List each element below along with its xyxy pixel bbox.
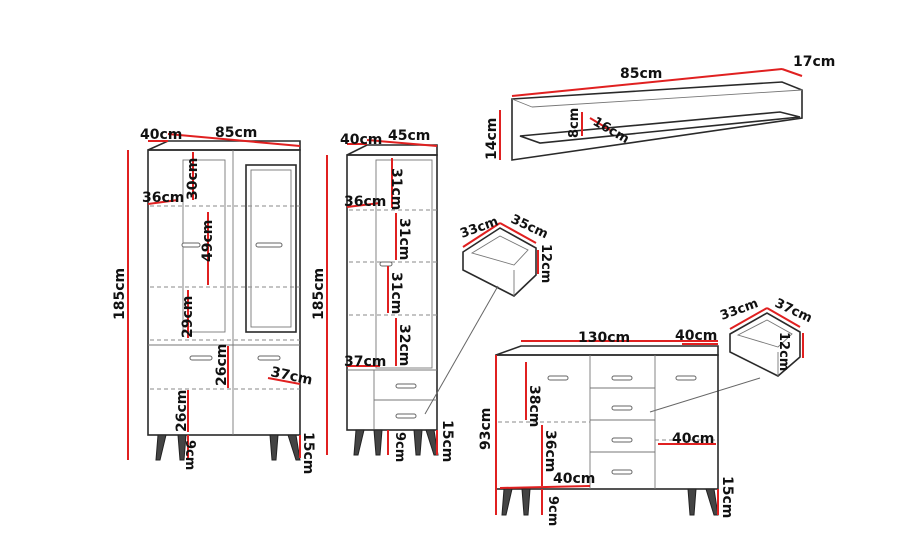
sideboard-plinth-label: 9cm [545,496,560,526]
leg [353,429,365,456]
leg [413,429,423,456]
sideboard-depth-label: 40cm [675,328,717,344]
handle [181,242,201,248]
wall-shelf-height-label: 14cm [484,118,500,160]
drawer-small [424,222,539,415]
handle [395,413,417,419]
sideboard-legs-label: 15cm [719,476,735,518]
vitrine-narrow-width-label: 45cm [388,128,430,144]
handle [611,405,633,411]
sideboard-upper-label: 38cm [526,385,542,427]
drawer-large-height-label: 12cm [776,332,791,371]
vitrine-wide-glass-door-right [245,164,297,333]
leg [521,488,531,516]
sideboard [495,340,719,516]
sideboard-inner-depth-right-label: 40cm [672,431,714,447]
vitrine-wide-depth-label: 40cm [140,127,182,143]
vitrine-wide-width-label: 85cm [215,125,257,141]
vitrine-narrow-legs-label: 15cm [439,420,455,462]
wall-shelf-back [511,81,803,161]
vitrine-narrow-body [346,154,438,431]
vitrine-narrow-shelf-4-label: 32cm [396,324,412,366]
leg [269,434,279,461]
vitrine-wide-plinth-label: 9cm [182,440,197,470]
wall-shelf-depth-label: 17cm [793,54,835,70]
vitrine-narrow-shelf-1-label: 31cm [388,168,404,210]
sideboard-lower-label: 36cm [542,430,558,472]
wall-shelf [499,68,803,161]
vitrine-wide-legs-label: 15cm [300,432,316,474]
leg [155,434,167,461]
vitrine-wide [127,133,301,461]
handle [611,375,633,381]
vitrine-wide-glass-label: 49cm [200,220,216,262]
vitrine-narrow-side-depth-label: 36cm [344,194,386,210]
drawer-small-height-label: 12cm [538,244,553,283]
vitrine-narrow-shelf-3-label: 31cm [388,272,404,314]
vitrine-wide-bottom-label: 26cm [174,390,190,432]
vitrine-narrow-plinth-label: 9cm [392,432,407,462]
handle [611,469,633,475]
vitrine-wide-top-label: 30cm [185,158,201,200]
wall-shelf-inner-height-label: 8cm [567,108,582,138]
handle [611,437,633,443]
vitrine-wide-body [147,149,301,436]
leg [687,488,697,516]
wall-shelf-inner-depth-label: 16cm [590,114,632,147]
vitrine-narrow [326,139,439,456]
sideboard-inner-depth-left-label: 40cm [553,471,595,487]
drawer-large-depth-label: 37cm [772,296,814,326]
vitrine-wide-drawer-label: 26cm [214,344,230,386]
vitrine-narrow-labels: 40cm 45cm 185cm 31cm 36cm 31cm 31cm 32cm… [311,128,455,462]
drawer-small-labels: 33cm 35cm 12cm [458,212,553,283]
handle [395,383,417,389]
handle [379,261,393,267]
drawer-large [649,307,804,413]
vitrine-wide-labels: 40cm 85cm 185cm 30cm 36cm 49cm 29cm 26cm… [112,125,316,474]
vitrine-narrow-inner-depth-label: 37cm [344,354,386,370]
sideboard-top [495,345,719,356]
vitrine-wide-lower-glass-label: 29cm [180,296,196,338]
leg [177,434,187,461]
handle [255,242,283,248]
drawer-small-depth-label: 35cm [508,212,550,242]
drawer-small-box [462,227,537,297]
vitrine-narrow-depth-label: 40cm [340,132,382,148]
handle [257,355,281,361]
vitrine-wide-inner-depth-label: 37cm [269,364,314,388]
sideboard-height-label: 93cm [478,408,494,450]
handle [675,375,697,381]
leg [501,488,513,516]
leg [287,434,301,461]
leg [705,488,719,516]
vitrine-wide-side-depth-label: 36cm [142,190,184,206]
vitrine-narrow-height-label: 185cm [311,268,327,320]
handle [189,355,213,361]
handle [547,375,569,381]
vitrine-wide-height-label: 185cm [112,268,128,320]
sideboard-labels: 130cm 40cm 93cm 38cm 36cm 40cm 40cm 9cm … [478,328,735,526]
leg [373,429,383,456]
wall-shelf-width-label: 85cm [620,66,662,82]
vitrine-narrow-glass-door [375,159,433,369]
wall-shelf-board [519,111,801,144]
drawer-large-box [729,312,801,377]
sideboard-width-label: 130cm [578,330,630,346]
vitrine-narrow-shelf-2-label: 31cm [396,218,412,260]
